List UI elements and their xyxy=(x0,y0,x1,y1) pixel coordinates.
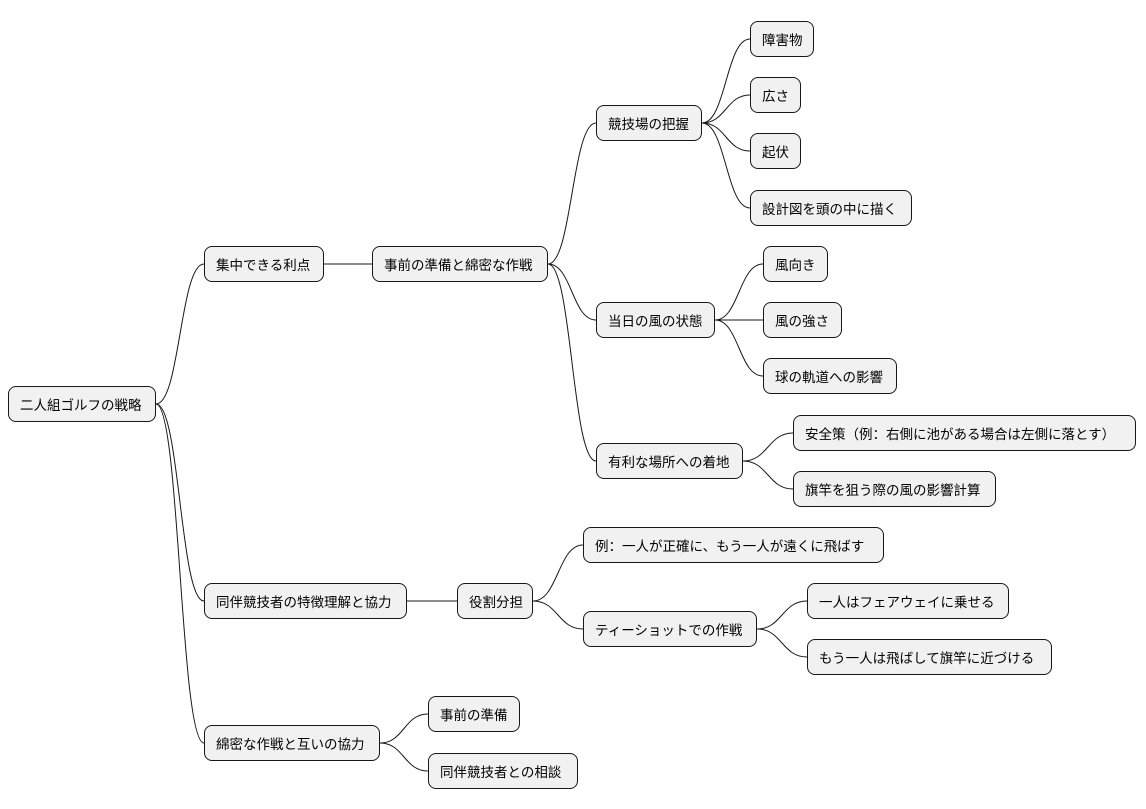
mindmap-node-douhan: 同伴競技者の特徴理解と協力 xyxy=(204,583,407,619)
connector-jizen-to-kaze xyxy=(547,263,597,321)
mindmap-node-rei: 例：一人が正確に、もう一人が遠くに飛ばす xyxy=(583,527,884,563)
mindmap-node-kyogijo: 競技場の把握 xyxy=(596,105,702,141)
connector-root-to-menmitsu xyxy=(155,403,205,744)
mindmap-node-fairway: 一人はフェアウェイに乗せる xyxy=(807,583,1009,619)
connector-root-to-shuchu xyxy=(155,263,205,405)
mindmap-node-tobashite: もう一人は飛ばして旗竿に近づける xyxy=(807,639,1052,675)
connector-menmitsu-to-sodan xyxy=(379,742,429,772)
connector-tee-to-fairway xyxy=(756,600,808,630)
mindmap-node-kifuku: 起伏 xyxy=(750,133,801,169)
connector-kyogijo-to-hirosa xyxy=(701,94,751,124)
mindmap-node-anzensaku: 安全策（例：右側に池がある場合は左側に落とす） xyxy=(793,415,1136,451)
connector-yakuwari-to-tee xyxy=(532,600,584,630)
connector-kyogijo-to-sekkeizu xyxy=(701,122,751,209)
connector-kyogijo-to-kifuku xyxy=(701,122,751,152)
connector-jizen-to-chakuchi xyxy=(547,263,597,462)
mindmap-node-yakuwari: 役割分担 xyxy=(457,583,533,619)
connector-chakuchi-to-anzen xyxy=(742,432,794,462)
mindmap-node-tee-shot: ティーショットでの作戦 xyxy=(583,611,757,647)
connector-kaze-to-kido xyxy=(714,319,764,377)
connector-kaze-to-kazamuki xyxy=(714,263,764,321)
mindmap-node-chakuchi: 有利な場所への着地 xyxy=(596,443,743,479)
mindmap-node-kido: 球の軌道への影響 xyxy=(763,358,897,394)
connector-jizen-to-kyogijo xyxy=(547,122,597,265)
mindmap-node-sodan: 同伴競技者との相談 xyxy=(428,753,578,789)
mindmap-node-hirosa: 広さ xyxy=(750,77,801,113)
mindmap-root-node: 二人組ゴルフの戦略 xyxy=(8,386,156,422)
mindmap-node-kaze-tsuyosa: 風の強さ xyxy=(763,302,842,338)
connector-root-to-douhan xyxy=(155,403,205,602)
connector-yakuwari-to-rei xyxy=(532,544,584,602)
connector-menmitsu-to-jizen-junbi xyxy=(379,713,429,744)
mindmap-node-shogaibutsu: 障害物 xyxy=(750,21,814,57)
mindmap-node-sekkeizu: 設計図を頭の中に描く xyxy=(750,190,912,226)
mindmap-node-kaze: 当日の風の状態 xyxy=(596,302,715,338)
connector-chakuchi-to-hatazao xyxy=(742,460,794,490)
mindmap-node-jizen-sakusen: 事前の準備と綿密な作戦 xyxy=(372,246,548,282)
connector-kyogijo-to-shogaibutsu xyxy=(701,38,751,124)
mindmap-node-hatazao-kaze: 旗竿を狙う際の風の影響計算 xyxy=(793,471,996,507)
mindmap-node-shuchu: 集中できる利点 xyxy=(204,246,324,282)
mindmap-node-jizen-junbi: 事前の準備 xyxy=(428,696,520,732)
mindmap-node-menmitsu: 綿密な作戦と互いの協力 xyxy=(204,725,380,761)
mindmap-node-kazamuki: 風向き xyxy=(763,246,828,282)
connector-tee-to-tobasu xyxy=(756,628,808,658)
